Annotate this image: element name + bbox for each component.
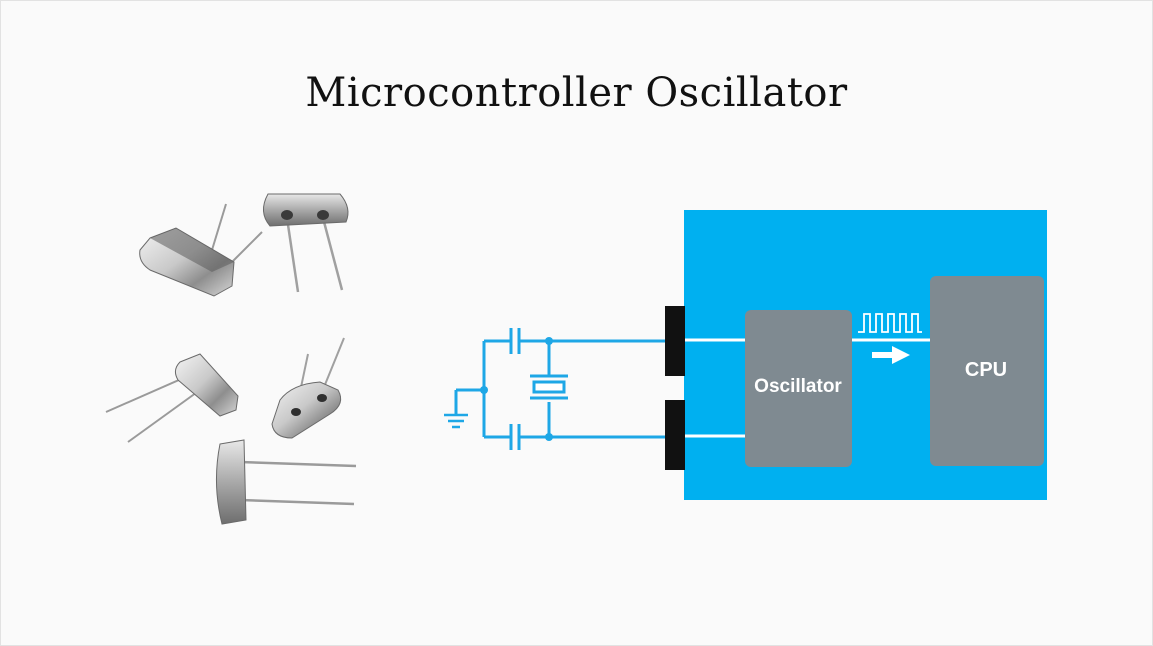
- capacitor-top-icon: [509, 328, 521, 354]
- oscillator-block: [745, 310, 852, 467]
- signal-arrow-icon: [872, 346, 910, 364]
- page-title: Microcontroller Oscillator: [305, 70, 848, 116]
- cpu-block: [930, 276, 1044, 466]
- circuit-diagram: Oscillator CPU: [444, 210, 1047, 500]
- clock-waveform-icon: [858, 313, 922, 333]
- oscillator-label: Oscillator: [754, 376, 842, 397]
- crystal-component-3: [105, 353, 239, 443]
- osc-pin-2: [665, 400, 685, 470]
- capacitor-bottom-icon: [509, 424, 521, 450]
- cpu-label: CPU: [965, 359, 1007, 381]
- osc-pin-1: [665, 306, 685, 376]
- junction-dots: [480, 337, 553, 441]
- crystal-photo-group: [105, 193, 357, 525]
- crystal-component-2: [263, 193, 349, 293]
- crystal-component-4: [271, 337, 345, 439]
- crystal-component-1: [139, 203, 263, 297]
- crystal-component-5: [215, 439, 357, 525]
- crystal-symbol-icon: [530, 374, 568, 400]
- ground-icon: [444, 413, 468, 429]
